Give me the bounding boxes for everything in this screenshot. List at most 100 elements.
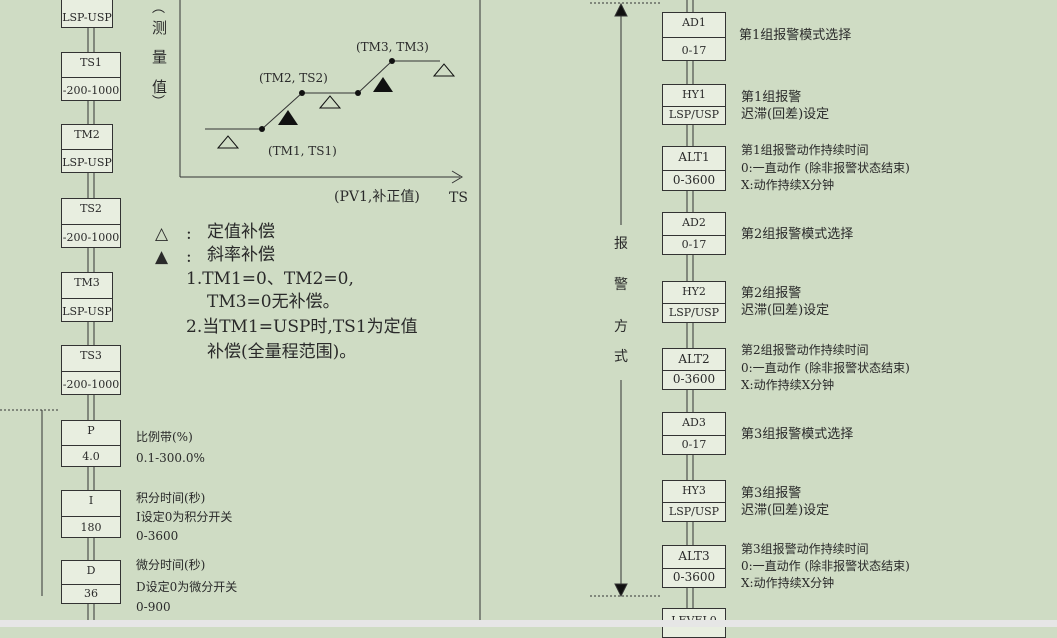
ylabel-paren-open: ︵: [152, 1, 166, 16]
alarm-side-char-2: 警: [614, 277, 628, 293]
ad1-label: AD1: [682, 16, 706, 29]
alt1-label: ALT1: [678, 150, 710, 164]
label-tm3: (TM3, TM3): [356, 40, 429, 54]
alt2-desc-2: 0:一直动作 (除非报警状态结束): [741, 361, 910, 375]
alt2-box: ALT2 0-3600: [662, 348, 726, 390]
tm2-label: TM2: [74, 128, 100, 141]
ad3-box: AD3 0-17: [662, 412, 726, 455]
hy1-box: HY1 LSP/USP: [662, 84, 726, 125]
tm3-range: LSP-USP: [62, 305, 112, 318]
i-desc-3: 0-3600: [136, 529, 179, 543]
d-label: D: [86, 564, 96, 577]
hy3-desc-2: 迟滞(回差)设定: [741, 503, 830, 518]
d-desc-2: D设定0为微分开关: [136, 580, 238, 594]
ad2-desc: 第2组报警模式选择: [741, 227, 854, 242]
alt3-desc-2: 0:一直动作 (除非报警状态结束): [741, 559, 910, 573]
ts2-box: TS2 -200-1000: [61, 198, 121, 248]
ylabel-char-2: 量: [152, 48, 168, 66]
ad2-box: AD2 0-17: [662, 212, 726, 255]
i-desc-2: I设定0为积分开关: [136, 510, 233, 524]
ylabel-paren-close: ︶: [152, 95, 166, 110]
tm3-box: TM3 LSP-USP: [61, 272, 113, 322]
alt2-desc-3: X:动作持续X分钟: [741, 378, 835, 392]
p-desc-1: 比例带(%): [136, 430, 193, 444]
hy2-label: HY2: [682, 285, 706, 298]
label-tm2: (TM2, TS2): [259, 71, 328, 85]
alarm-side-char-1: 报: [614, 236, 628, 252]
d-desc-3: 0-900: [136, 600, 171, 614]
tm3-label: TM3: [74, 276, 100, 289]
hy1-desc-1: 第1组报警: [741, 90, 802, 105]
alt2-label: ALT2: [678, 352, 710, 366]
x-axis-end-label: TS: [449, 190, 468, 206]
filled-triangle-icon: ▲: [155, 247, 169, 267]
ad3-range: 0-17: [681, 438, 707, 451]
ts1-box: TS1 -200-1000: [61, 52, 121, 101]
ylabel-char-1: 测: [152, 19, 168, 37]
open-triangle-icon: △: [155, 224, 169, 244]
i-desc-1: 积分时间(秒): [136, 491, 206, 505]
note-1b: TM3=0无补偿。: [207, 292, 340, 312]
ad1-range: 0-17: [681, 44, 707, 57]
hy2-desc-1: 第2组报警: [741, 286, 802, 301]
legend-colon-2: :: [186, 247, 192, 267]
ts2-range: -200-1000: [62, 231, 120, 244]
legend-item-1: 定值补偿: [207, 222, 275, 242]
ts3-range: -200-1000: [62, 378, 120, 391]
note-1a: 1.TM1=0、TM2=0,: [186, 269, 354, 289]
label-tm1: (TM1, TS1): [268, 144, 337, 158]
ad1-box: AD1 0-17: [662, 12, 726, 61]
d-desc-1: 微分时间(秒): [136, 558, 206, 572]
alt3-label: ALT3: [678, 549, 710, 563]
p-desc-2: 0.1-300.0%: [136, 451, 205, 465]
alt2-desc-1: 第2组报警动作持续时间: [741, 343, 869, 357]
ts1-range: -200-1000: [62, 84, 120, 97]
hy1-range: LSP/USP: [668, 108, 720, 121]
i-box: I 180: [61, 490, 121, 538]
alt3-range: 0-3600: [672, 570, 716, 584]
ad1-desc: 第1组报警模式选择: [739, 28, 852, 43]
alt1-box: ALT1 0-3600: [662, 146, 726, 191]
ts2-label: TS2: [80, 202, 102, 215]
alt1-range: 0-3600: [672, 173, 716, 187]
ts3-box: TS3 -200-1000: [61, 345, 121, 395]
alt1-desc-3: X:动作持续X分钟: [741, 178, 835, 192]
d-box: D 36: [61, 560, 121, 604]
x-axis-label: (PV1,补正值): [334, 189, 420, 205]
alarm-side-char-4: 式: [614, 349, 628, 365]
note-2a: 2.当TM1=USP时,TS1为定值: [186, 317, 418, 337]
alt1-desc-2: 0:一直动作 (除非报警状态结束): [741, 161, 910, 175]
alt3-box: ALT3 0-3600: [662, 545, 726, 588]
legend-colon-1: :: [186, 224, 192, 244]
hy3-box: HY3 LSP/USP: [662, 480, 726, 522]
ad3-label: AD3: [682, 416, 706, 429]
alt3-desc-3: X:动作持续X分钟: [741, 576, 835, 590]
ylabel-char-3: 值: [152, 78, 168, 96]
hy1-desc-2: 迟滞(回差)设定: [741, 107, 830, 122]
legend-item-2: 斜率补偿: [207, 245, 275, 265]
bottom-strip: [0, 620, 1057, 627]
note-2b: 补偿(全量程范围)。: [207, 342, 357, 362]
alarm-side-char-3: 方: [614, 319, 628, 335]
lsp-usp-box: LSP-USP: [61, 0, 113, 28]
hy2-box: HY2 LSP/USP: [662, 281, 726, 323]
i-label: I: [88, 494, 94, 507]
alt1-desc-1: 第1组报警动作持续时间: [741, 143, 869, 157]
hy2-range: LSP/USP: [668, 306, 720, 319]
hy3-label: HY3: [682, 484, 706, 497]
p-value: 4.0: [82, 450, 100, 463]
p-box: P 4.0: [61, 420, 121, 467]
d-value: 36: [84, 587, 98, 600]
hy3-range: LSP/USP: [668, 505, 720, 518]
ad3-desc: 第3组报警模式选择: [741, 427, 854, 442]
hy3-desc-1: 第3组报警: [741, 486, 802, 501]
p-label: P: [87, 424, 95, 437]
alt3-desc-1: 第3组报警动作持续时间: [741, 542, 869, 556]
tm2-range: LSP-USP: [62, 156, 112, 169]
tm2-box: TM2 LSP-USP: [61, 124, 113, 173]
ad2-range: 0-17: [681, 238, 707, 251]
i-value: 180: [80, 521, 102, 534]
ts3-label: TS3: [80, 349, 102, 362]
ts1-label: TS1: [80, 56, 102, 69]
